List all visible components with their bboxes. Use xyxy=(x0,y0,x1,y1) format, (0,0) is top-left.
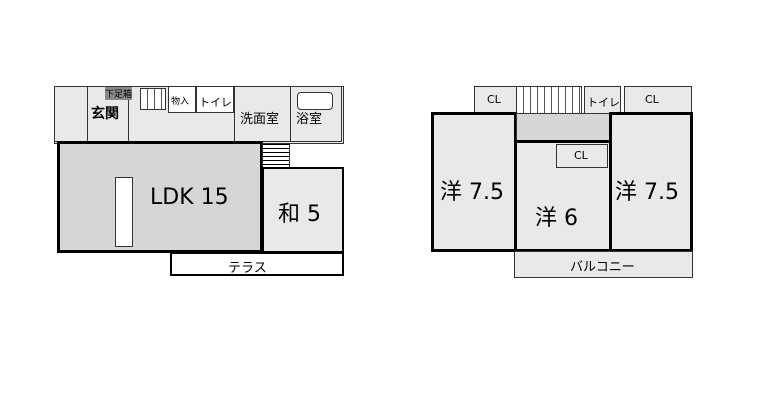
bathroom-label: 浴室 xyxy=(296,112,323,127)
bathtub-icon xyxy=(297,92,333,110)
closet-3 xyxy=(556,144,608,168)
western-room-right-label: 洋 7.5 xyxy=(615,180,679,205)
washroom xyxy=(234,86,291,142)
washroom-label: 洗面室 xyxy=(240,112,280,127)
kitchen-counter xyxy=(115,177,133,247)
shoe-box-label: 下足箱 xyxy=(105,87,133,100)
terrace-label: テラス xyxy=(228,261,267,276)
japanese-room-label: 和 5 xyxy=(278,202,321,227)
storage-label: 物入 xyxy=(171,97,190,107)
balcony xyxy=(514,251,693,278)
floor1-stairs-upper xyxy=(140,88,166,110)
western-room-center-label: 洋 6 xyxy=(535,206,578,231)
storage-room xyxy=(168,86,196,113)
floor1-stairs xyxy=(262,143,290,169)
floor2-stairs xyxy=(516,86,582,114)
balcony-label: バルコニー xyxy=(570,260,635,275)
ldk-room xyxy=(57,141,263,253)
hallway xyxy=(516,113,612,141)
floor2-toilet-label: トイレ xyxy=(587,96,620,109)
toilet-room xyxy=(196,86,234,113)
closet-1-label: CL xyxy=(487,93,501,106)
ldk-label: LDK 15 xyxy=(150,185,229,210)
western-room-right xyxy=(609,112,693,252)
terrace xyxy=(170,252,344,276)
closet-2-label: CL xyxy=(645,93,659,106)
entrance-porch xyxy=(54,86,88,142)
western-room-left-label: 洋 7.5 xyxy=(440,180,504,205)
toilet-label: トイレ xyxy=(199,96,232,109)
closet-3-label: CL xyxy=(574,149,588,162)
entrance-label: 玄関 xyxy=(91,106,119,122)
